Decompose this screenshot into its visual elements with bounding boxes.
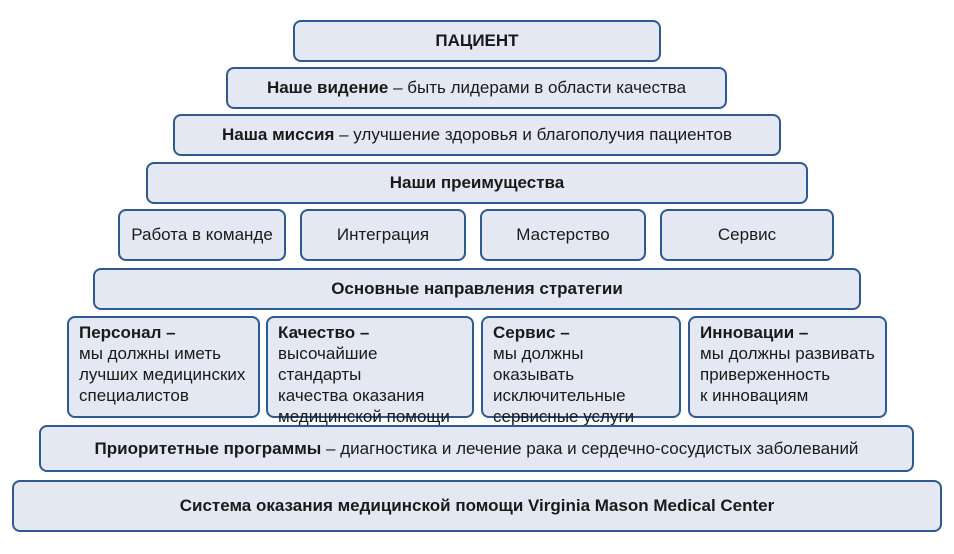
programs-box: Приоритетные программы – диагностика и л… [39, 425, 914, 472]
strategy-item-title: Сервис – [493, 323, 570, 342]
strategy-innovation: Инновации – мы должны развивать приверже… [688, 316, 887, 418]
patient-label: ПАЦИЕНТ [435, 31, 519, 50]
system-label: Система оказания медицинской помощи Virg… [179, 496, 775, 515]
strategy-personnel: Персонал – мы должны иметь лучших медици… [67, 316, 260, 418]
strategy-quality: Качество – высочайшие стандарты качества… [266, 316, 474, 426]
advantage-label: Сервис [717, 225, 777, 244]
patient-box: ПАЦИЕНТ [293, 20, 661, 62]
strategy-item-text: высочайшие стандарты качества оказания м… [278, 344, 450, 426]
mission-box: Наша миссия – улучшение здоровья и благо… [173, 114, 781, 156]
strategy-item-title: Качество – [278, 323, 370, 342]
mission-text: – улучшение здоровья и благополучия паци… [334, 125, 733, 144]
advantage-label: Работа в команде [131, 225, 273, 244]
mission-title: Наша миссия [221, 125, 335, 144]
programs-title: Приоритетные программы [94, 438, 322, 458]
strategy-title: Основные направления стратегии [331, 279, 623, 298]
strategy-item-text: мы должны оказывать исключительные серви… [493, 344, 635, 426]
advantage-label: Мастерство [516, 225, 610, 244]
strategy-item-text: мы должны иметь лучших медицинских специ… [79, 344, 246, 405]
system-box: Система оказания медицинской помощи Virg… [12, 480, 942, 532]
vision-box: Наше видение – быть лидерами в области к… [226, 67, 727, 109]
programs-text: – диагностика и лечение рака и сердечно-… [321, 438, 859, 458]
advantages-box: Наши преимущества [146, 162, 808, 204]
vision-text: – быть лидерами в области качества [388, 78, 687, 97]
advantages-title: Наши преимущества [389, 173, 565, 192]
strategy-item-title: Персонал – [79, 323, 176, 342]
strategy-box: Основные направления стратегии [93, 268, 861, 310]
advantage-label: Интеграция [336, 225, 430, 244]
strategy-item-text: мы должны развивать приверженность к инн… [700, 344, 875, 405]
advantage-integration: Интеграция [300, 209, 466, 261]
advantage-teamwork: Работа в команде [118, 209, 286, 261]
vision-title: Наше видение [266, 78, 389, 97]
strategy-item-title: Инновации – [700, 323, 809, 342]
strategy-service: Сервис – мы должны оказывать исключитель… [481, 316, 681, 426]
advantage-service: Сервис [660, 209, 834, 261]
advantage-mastery: Мастерство [480, 209, 646, 261]
